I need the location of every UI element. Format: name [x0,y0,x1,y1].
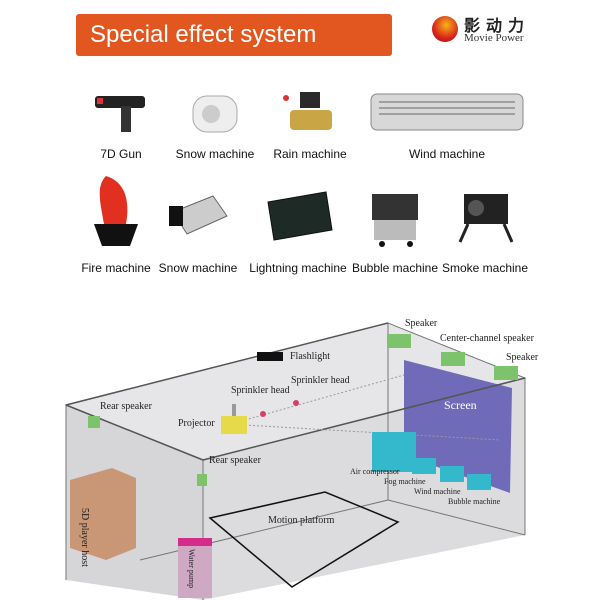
label-screen: Screen [444,398,477,412]
product-bubble-machine: Bubble machine [350,172,440,275]
projector-icon [221,416,247,434]
logo-english: Movie Power [464,32,524,44]
water-pump-box [178,538,212,598]
product-label: 7D Gun [100,147,142,161]
brand-logo: 影动力 Movie Power [432,12,542,46]
product-label: Smoke machine [441,261,529,275]
product-snow-machine: Snow machine [170,88,260,161]
label-player-host: 5D player host [79,508,90,567]
product-label: Bubble machine [351,261,439,275]
label-bubble-machine: Bubble machine [448,497,501,506]
label-projector: Projector [178,418,215,429]
logo-chinese: 影动力 [464,18,531,35]
rain-machine-icon [283,92,332,130]
lightning-machine-icon [267,191,333,241]
product-label: Snow machine [158,261,238,275]
product-label: Rain machine [273,147,347,161]
product-label: Lightning machine [249,261,347,275]
snow-machine-icon [192,95,238,133]
label-wind-machine: Wind machine [414,487,461,496]
product-label: Snow machine [175,147,255,161]
smoke-machine-icon [458,194,514,243]
label-rear-speaker-2: Rear speaker [209,455,261,466]
flashlight-icon [257,352,283,361]
product-fire-machine: Fire machine [78,172,154,275]
sprinkler-icon [260,411,266,417]
label-fog-machine: Fog machine [384,477,426,486]
wind-machine-icon [370,93,524,131]
product-lightning-machine: Lightning machine [246,172,350,275]
label-sprinkler-head-2: Sprinkler head [291,375,350,386]
snow-machine-icon [169,195,228,235]
product-label: Wind machine [408,147,486,161]
logo-icon [432,16,458,42]
page-title: Special effect system [76,14,392,56]
product-snow-machine-2: Snow machine [156,172,240,275]
label-rear-speaker-1: Rear speaker [100,401,152,412]
sprinkler-icon [293,400,299,406]
product-label: Fire machine [81,261,151,275]
product-smoke-machine: Smoke machine [440,172,530,275]
gun-icon [95,96,145,132]
label-sprinkler-head-1: Sprinkler head [231,385,290,396]
product-rain-machine: Rain machine [270,88,350,161]
projector-mount [232,404,236,418]
label-center-speaker: Center-channel speaker [440,333,534,344]
player-host-box [70,468,136,560]
bubble-machine-icon [372,194,418,247]
label-motion-platform: Motion platform [268,515,335,526]
product-7d-gun: 7D Gun [86,88,156,161]
label-speaker-left: Speaker [405,318,438,329]
effect-machines [372,432,491,490]
label-flashlight: Flashlight [290,351,331,362]
label-air-compressor: Air compressor [350,467,400,476]
fire-machine-icon [94,176,138,246]
room-ceiling [66,323,525,460]
speaker-icons [88,334,518,486]
label-speaker-right: Speaker [506,352,539,363]
label-water-pump: Water pump [187,549,196,589]
motion-platform-outline [208,491,400,588]
product-wind-machine: Wind machine [362,88,532,161]
